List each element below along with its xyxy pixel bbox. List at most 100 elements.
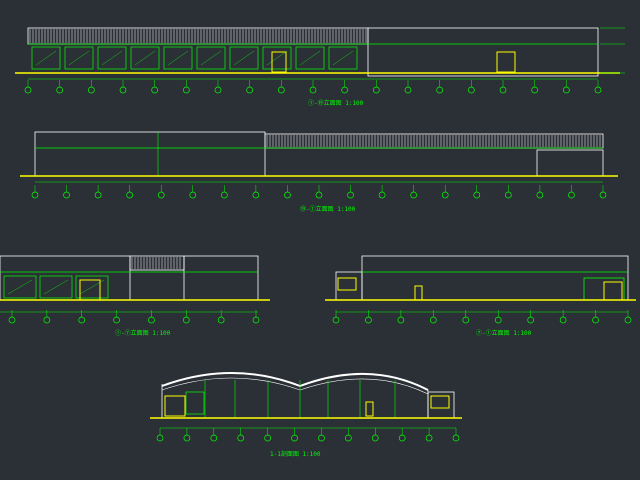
axis-bubble — [559, 316, 567, 324]
axis-bubble — [214, 86, 222, 94]
axis-bubble — [494, 316, 502, 324]
annex-window — [430, 395, 450, 409]
axis-bubble — [568, 191, 575, 199]
axis-bubbles — [332, 310, 632, 324]
axis-bubble — [126, 191, 134, 199]
elevation-title: ⑲-①立面图 1:100 — [300, 205, 356, 213]
axis-bubble — [332, 316, 340, 324]
axis-bubble — [277, 86, 285, 94]
axis-bubble — [425, 434, 433, 442]
window — [262, 46, 292, 70]
window — [97, 46, 127, 70]
window — [64, 46, 94, 70]
window-glazing — [68, 50, 90, 66]
axis-bubble — [78, 316, 86, 324]
axis-bubble — [31, 191, 39, 199]
axis-bubble — [624, 316, 632, 324]
window-row — [31, 46, 358, 70]
axis-bubble — [237, 434, 245, 442]
axis-bubble — [365, 316, 372, 324]
axis-bubble — [119, 86, 127, 94]
axis-bubble — [599, 191, 607, 199]
axis-bubble — [246, 86, 254, 94]
axis-bubble — [398, 434, 406, 442]
roof-slats — [29, 29, 367, 43]
axis-bubble — [43, 316, 51, 324]
axis-bubble — [113, 316, 120, 324]
axis-bubbles — [31, 185, 607, 199]
roof-slats — [131, 257, 181, 269]
axis-bubble — [410, 191, 418, 199]
elevation-title: ⑦-①立面图 1:100 — [476, 329, 532, 337]
entrance-door — [271, 51, 287, 73]
window — [328, 46, 358, 70]
axis-bubble — [315, 191, 323, 199]
axis-bubble — [452, 434, 460, 442]
axis-bubble — [527, 316, 535, 324]
axis-bubble — [156, 434, 164, 442]
window — [39, 275, 73, 299]
window — [163, 46, 193, 70]
axis-bubble — [24, 86, 32, 94]
building-block-right — [367, 27, 599, 77]
entrance-door — [164, 395, 186, 417]
axis-bubble — [504, 191, 512, 199]
window-glazing — [101, 50, 123, 66]
axis-bubble — [63, 191, 70, 199]
axis-bubble — [462, 316, 470, 324]
axis-bubble — [183, 434, 191, 442]
axis-bubble — [467, 86, 475, 94]
window-glazing — [332, 50, 354, 66]
axis-bubble — [429, 316, 437, 324]
axis-bubble — [210, 434, 218, 442]
axis-bubble — [397, 316, 405, 324]
axis-bubbles — [24, 80, 602, 94]
axis-bubble — [189, 191, 197, 199]
column-lines — [204, 380, 396, 418]
axis-bubble — [94, 191, 102, 199]
axis-bubble — [291, 434, 298, 442]
window — [130, 46, 160, 70]
axis-bubble — [436, 86, 444, 94]
axis-bubble — [592, 316, 599, 324]
axis-bubble — [56, 86, 64, 94]
window-glazing — [43, 279, 69, 295]
elevation-3: ①-⑦立面图 1:100 — [0, 255, 270, 337]
axis-bubble — [252, 316, 260, 324]
window — [196, 46, 226, 70]
axis-bubble — [87, 86, 95, 94]
roof-slats — [266, 135, 601, 147]
elevation-title: 1-1剖面图 1:100 — [270, 450, 321, 458]
elevation-4: ⑦-①立面图 1:100 — [325, 255, 636, 337]
elevation-title: ①-⑦立面图 1:100 — [115, 329, 171, 337]
side-door — [365, 401, 374, 417]
axis-bubble — [562, 86, 570, 94]
axis-bubble — [151, 86, 159, 94]
elevation-title: ①-⑲立面图 1:100 — [308, 99, 364, 107]
axis-bubble — [8, 316, 16, 324]
window-glazing — [266, 50, 288, 66]
axis-bubble — [378, 191, 386, 199]
window-glazing — [167, 50, 189, 66]
section-1-1: 1-1剖面图 1:100 — [150, 372, 462, 458]
axis-bubble — [341, 86, 349, 94]
elevation-markers — [600, 27, 625, 74]
axis-bubble — [157, 191, 165, 199]
axis-bubble — [309, 86, 317, 94]
axis-bubble — [264, 434, 271, 442]
entrance-door — [496, 51, 516, 73]
axis-bubble — [473, 191, 481, 199]
axis-bubble — [220, 191, 228, 199]
axis-bubble — [404, 86, 412, 94]
axis-bubble — [499, 86, 507, 94]
window-glazing — [7, 279, 33, 295]
window — [229, 46, 259, 70]
axis-bubble — [441, 191, 449, 199]
axis-bubble — [182, 316, 190, 324]
axis-bubble — [594, 86, 602, 94]
axis-bubbles — [8, 310, 260, 324]
window — [75, 275, 109, 299]
window-glazing — [299, 50, 321, 66]
window — [185, 391, 205, 415]
